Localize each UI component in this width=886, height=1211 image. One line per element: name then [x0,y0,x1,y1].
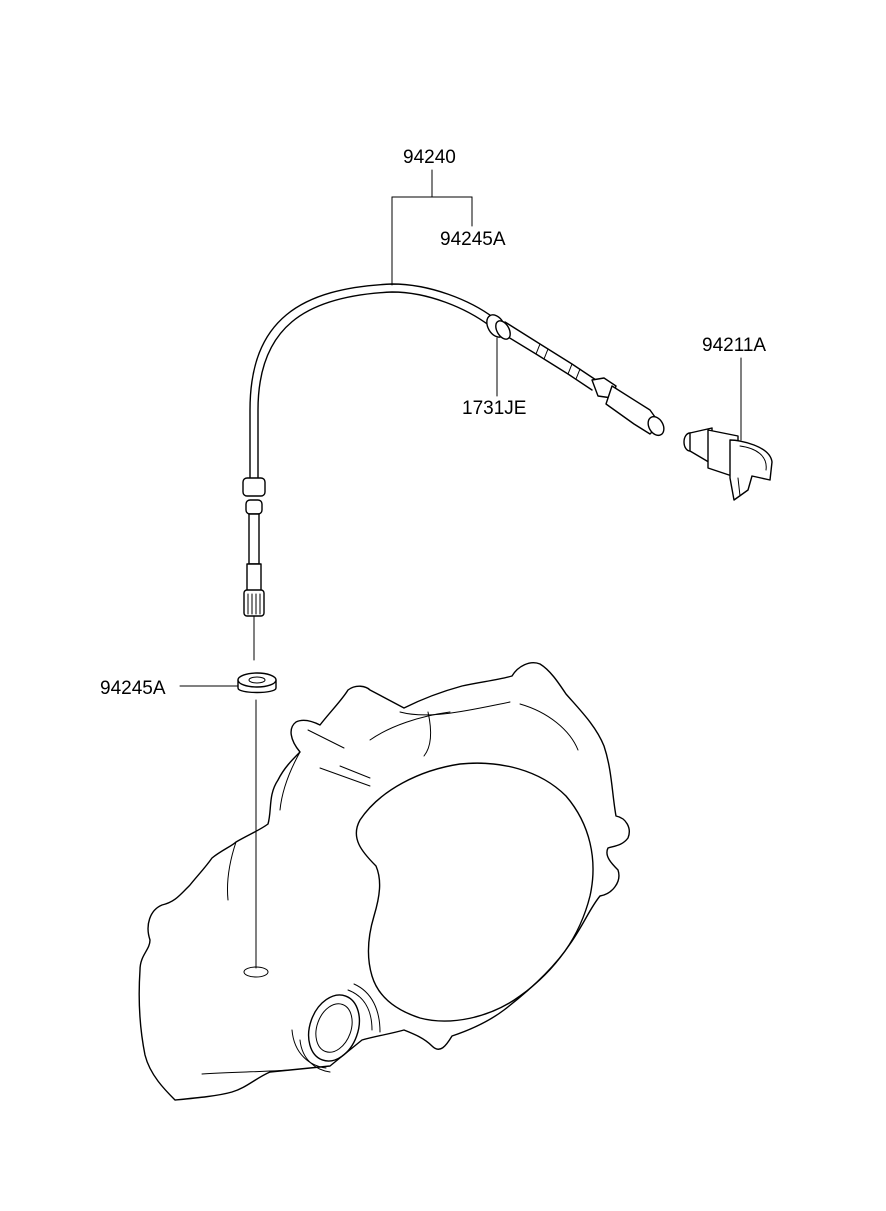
driven-gear [683,427,773,501]
cable-end-fitting [591,377,665,437]
lower-cable-fitting [242,477,266,661]
label-94245a-left: 94245A [100,678,166,699]
transaxle-housing [138,662,630,1101]
washer [237,672,277,694]
label-94240: 94240 [403,147,456,168]
label-94245a-top: 94245A [440,229,506,250]
housing-port [243,966,269,978]
label-94211a: 94211A [702,335,767,356]
speedometer-cable [249,283,597,479]
leader-94240 [391,169,473,286]
label-1731je: 1731JE [462,398,527,419]
grommet [486,314,511,340]
